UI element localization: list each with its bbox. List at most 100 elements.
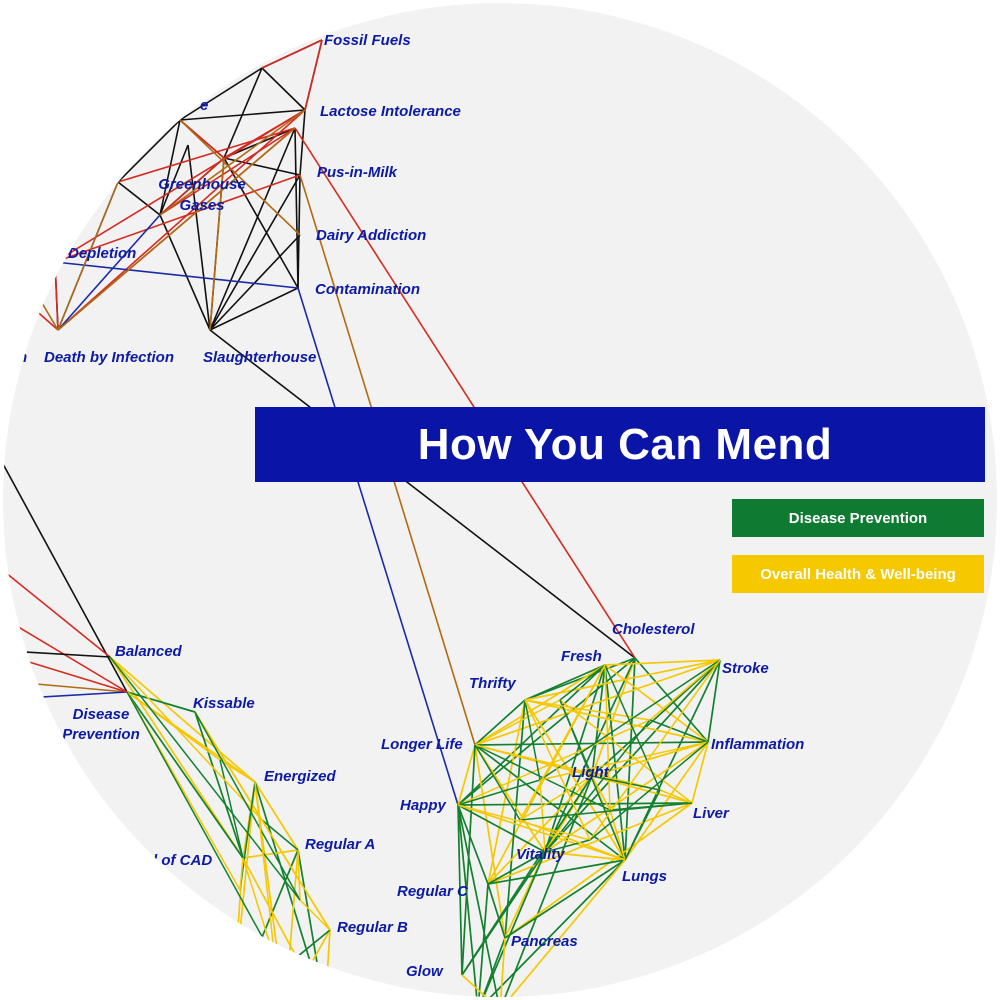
node-label-lactose-intolerance: Lactose Intolerance — [320, 103, 461, 120]
node-label-depletion: Depletion — [68, 245, 136, 262]
edge — [117, 127, 296, 183]
edge — [519, 819, 626, 861]
edge — [239, 857, 244, 891]
edge — [54, 261, 299, 289]
edge — [604, 659, 721, 666]
edge — [559, 699, 693, 804]
edge — [254, 781, 299, 851]
background-circle — [3, 3, 997, 997]
node-label-regular-c: Regular C — [397, 883, 469, 900]
edge — [504, 859, 626, 939]
node-label-cad-partial: d of CAD — [148, 852, 212, 869]
edge — [223, 157, 301, 176]
edge — [159, 214, 211, 331]
node-label-n-partial: n — [18, 349, 27, 366]
edge — [194, 711, 244, 859]
edge — [691, 741, 709, 804]
edge — [519, 775, 593, 821]
edge — [519, 802, 693, 821]
node-label-lungs: Lungs — [622, 868, 667, 885]
edge — [457, 804, 546, 853]
node-label-pancreas: Pancreas — [511, 933, 578, 950]
edge — [609, 809, 626, 861]
edge — [524, 699, 541, 781]
node-label-cholesterol: Cholesterol — [612, 621, 695, 638]
edge — [299, 899, 331, 931]
edge — [209, 234, 301, 331]
edge — [457, 804, 479, 997]
edge — [624, 789, 661, 861]
node-label-light: Light — [572, 764, 610, 781]
edge — [474, 744, 521, 821]
node-label-regular-b: Regular B — [337, 919, 408, 936]
edge — [477, 883, 489, 997]
edge — [461, 851, 546, 976]
edge — [159, 157, 225, 216]
edge — [57, 127, 296, 331]
legend-disease-prevention: Disease Prevention — [732, 499, 984, 537]
edge — [242, 849, 299, 859]
edge — [57, 109, 306, 331]
node-label-fresh: Fresh — [561, 648, 602, 665]
node-label-regular-a: Regular A — [305, 836, 375, 853]
node-label-greenhouse-gases-1: Greenhouse — [158, 176, 246, 193]
legend-overall-health-label: Overall Health & Well-being — [760, 565, 956, 583]
edge — [194, 711, 263, 821]
edge — [3, 439, 128, 693]
edge — [109, 656, 263, 821]
edge — [524, 664, 606, 701]
node-label-energized: Energized — [264, 768, 337, 785]
edge — [457, 804, 489, 885]
edge — [187, 144, 211, 331]
edge — [539, 741, 709, 781]
edge — [487, 859, 626, 885]
edge — [544, 839, 591, 853]
edge — [524, 699, 591, 841]
edge — [254, 781, 276, 961]
edge — [604, 664, 661, 791]
legend-disease-prevention-label: Disease Prevention — [788, 509, 928, 527]
edge — [474, 744, 546, 853]
node-label-disease-prevention-2: Prevention — [62, 726, 140, 743]
edge — [474, 699, 561, 746]
edge — [457, 804, 591, 841]
edge — [461, 974, 501, 997]
edge — [209, 329, 636, 659]
edge — [117, 119, 181, 183]
edge — [297, 849, 301, 901]
edge — [487, 883, 506, 939]
node-label-kissable: Kissable — [193, 695, 255, 712]
edge — [261, 819, 331, 931]
edge — [457, 804, 626, 861]
edge — [707, 659, 721, 743]
legend-overall-health: Overall Health & Well-being — [732, 555, 984, 593]
page-title: How You Can Mend — [417, 419, 833, 469]
edge — [477, 851, 546, 997]
edge — [649, 659, 721, 721]
edge — [209, 157, 225, 331]
edge — [474, 659, 721, 746]
edge — [126, 691, 196, 713]
edge — [474, 699, 526, 746]
edge — [219, 759, 256, 783]
node-label-dairy-addiction: Dairy Addiction — [316, 227, 426, 244]
edge — [261, 67, 306, 111]
edge — [179, 119, 301, 236]
edge — [54, 174, 301, 263]
edge — [604, 664, 709, 743]
edge — [524, 699, 651, 721]
edge — [474, 741, 709, 746]
edge — [159, 127, 296, 216]
edge — [524, 659, 721, 701]
edge — [3, 139, 119, 183]
edge — [524, 699, 626, 861]
edge — [544, 851, 626, 861]
edge — [544, 741, 709, 853]
edge — [159, 144, 189, 216]
edge — [126, 691, 276, 961]
edge — [219, 759, 244, 859]
edge — [499, 937, 506, 997]
edge — [126, 691, 244, 859]
